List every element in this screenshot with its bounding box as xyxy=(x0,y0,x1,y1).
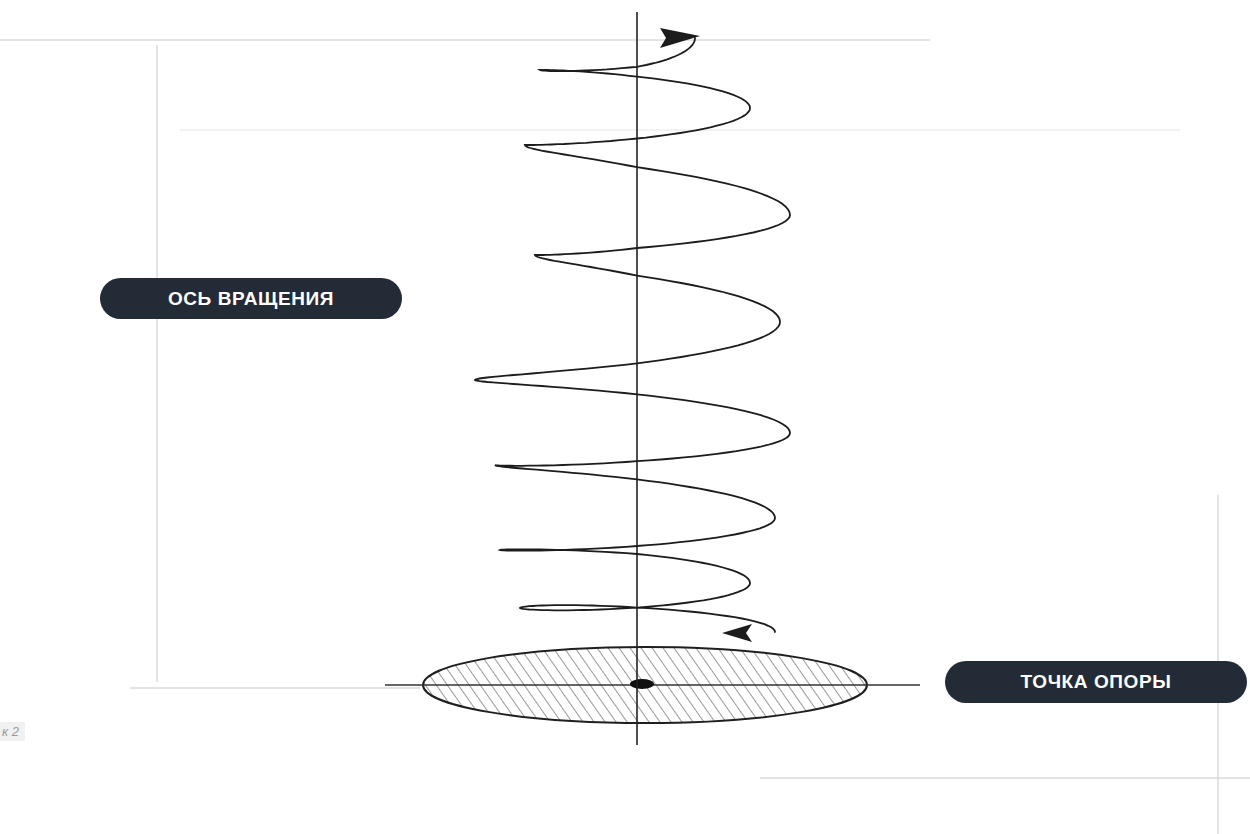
support-point xyxy=(630,679,654,689)
figure-number: к 2 xyxy=(0,722,25,741)
pill-text: ОСЬ ВРАЩЕНИЯ xyxy=(168,288,334,310)
guide-lines xyxy=(0,40,1250,834)
label-pill: ТОЧКА ОПОРЫ xyxy=(945,661,1247,703)
arrow-head xyxy=(660,28,700,48)
rotation-axis xyxy=(636,12,638,745)
label-pill: ОСЬ ВРАЩЕНИЯ xyxy=(100,278,402,319)
helix-spiral xyxy=(475,38,790,632)
pill-text: ТОЧКА ОПОРЫ xyxy=(1021,671,1172,693)
arrow-head xyxy=(722,624,752,642)
